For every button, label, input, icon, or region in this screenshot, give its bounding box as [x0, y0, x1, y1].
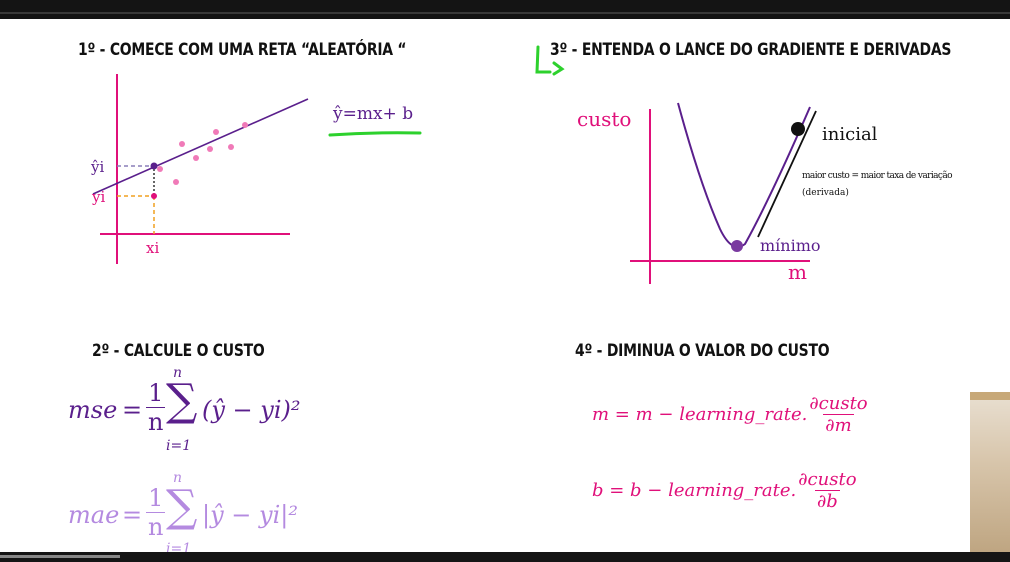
update-b-fraction: ∂custo∂b [796, 469, 858, 512]
mae-frac-num: 1 [148, 484, 164, 512]
mse-name: mse [68, 396, 118, 424]
step1-diagram: ŷi yi xi ŷ=mx+ b [90, 74, 422, 264]
mse-equals: = [122, 396, 143, 424]
tangent-line [757, 110, 817, 238]
webcam-frame [970, 392, 1010, 400]
mse-fraction: 1 n [146, 379, 166, 436]
data-point [207, 146, 213, 152]
minimum-point [731, 240, 743, 252]
mse-sum-symbol: ∑ [166, 375, 198, 426]
update-b-num: ∂custo [798, 469, 857, 490]
mse-frac-den: n [146, 407, 166, 436]
regression-line [92, 98, 309, 195]
initial-point [791, 122, 805, 136]
mark-arrow [552, 61, 565, 76]
equation-underline [328, 131, 422, 137]
step3-diagram: custo m inicial maior custo = maior taxa… [577, 102, 953, 284]
m-axis-label: m [788, 260, 807, 284]
minimum-label: mínimo [760, 236, 821, 255]
mae-equals: = [122, 501, 143, 529]
video-progress-bar[interactable] [0, 552, 1010, 562]
webcam-overlay [970, 392, 1010, 562]
mae-fraction: 1 n [146, 484, 166, 541]
mse-sum-top: n [173, 365, 183, 381]
data-point [173, 179, 179, 185]
step2-title: 2º - CALCULE O CUSTO [92, 341, 265, 361]
initial-label: inicial [822, 124, 878, 145]
step4-title: 4º - DIMINUA O VALOR DO CUSTO [575, 341, 830, 361]
update-m-num: ∂custo [809, 393, 868, 414]
mse-sum-bottom: i=1 [166, 438, 192, 454]
label-xi: xi [146, 239, 159, 257]
video-progress-fill [0, 555, 120, 558]
line-equation: ŷ=mx+ b [332, 104, 413, 124]
data-point [157, 166, 163, 172]
actual-point [151, 193, 157, 199]
update-m-fraction: ∂custo∂m [807, 393, 869, 436]
mae-sum-top: n [173, 470, 183, 486]
mark-stroke [535, 45, 552, 74]
data-point [242, 122, 248, 128]
label-yi: yi [91, 188, 105, 206]
update-m-lhs: m = m − learning_rate. [592, 404, 808, 425]
mse-body: (ŷ − yi)² [202, 396, 301, 424]
data-point [179, 141, 185, 147]
cost-curve [677, 102, 811, 248]
data-point [193, 155, 199, 161]
update-m-formula: m = m − learning_rate.∂custo∂m [592, 393, 870, 436]
step3-title: 3º - ENTENDA O LANCE DO GRADIENTE E DERI… [550, 40, 952, 60]
update-m-den: ∂m [823, 414, 854, 436]
update-b-den: ∂b [814, 490, 840, 512]
label-yhat: ŷi [90, 158, 104, 176]
mae-name: mae [68, 501, 120, 529]
update-b-lhs: b = b − learning_rate. [592, 480, 797, 501]
mse-frac-num: 1 [148, 379, 164, 407]
step3-handwritten-mark [535, 45, 565, 76]
data-point [213, 129, 219, 135]
initial-note-line2: (derivada) [802, 187, 849, 198]
top-bar [0, 0, 1010, 19]
initial-note-line1: maior custo = maior taxa de variação [802, 170, 952, 181]
update-b-formula: b = b − learning_rate.∂custo∂b [592, 469, 859, 512]
top-bar-line [0, 12, 1010, 14]
mae-frac-den: n [146, 512, 166, 541]
predicted-point [150, 162, 158, 170]
mae-sum-symbol: ∑ [166, 481, 198, 532]
mae-body: |ŷ − yi|² [202, 501, 298, 529]
data-points [157, 122, 248, 185]
slide: 1º - COMECE COM UMA RETA “ALEATÓRIA “ ŷi… [0, 19, 1010, 557]
step1-title: 1º - COMECE COM UMA RETA “ALEATÓRIA “ [78, 40, 407, 60]
cost-axis-label: custo [577, 107, 631, 131]
data-point [228, 144, 234, 150]
